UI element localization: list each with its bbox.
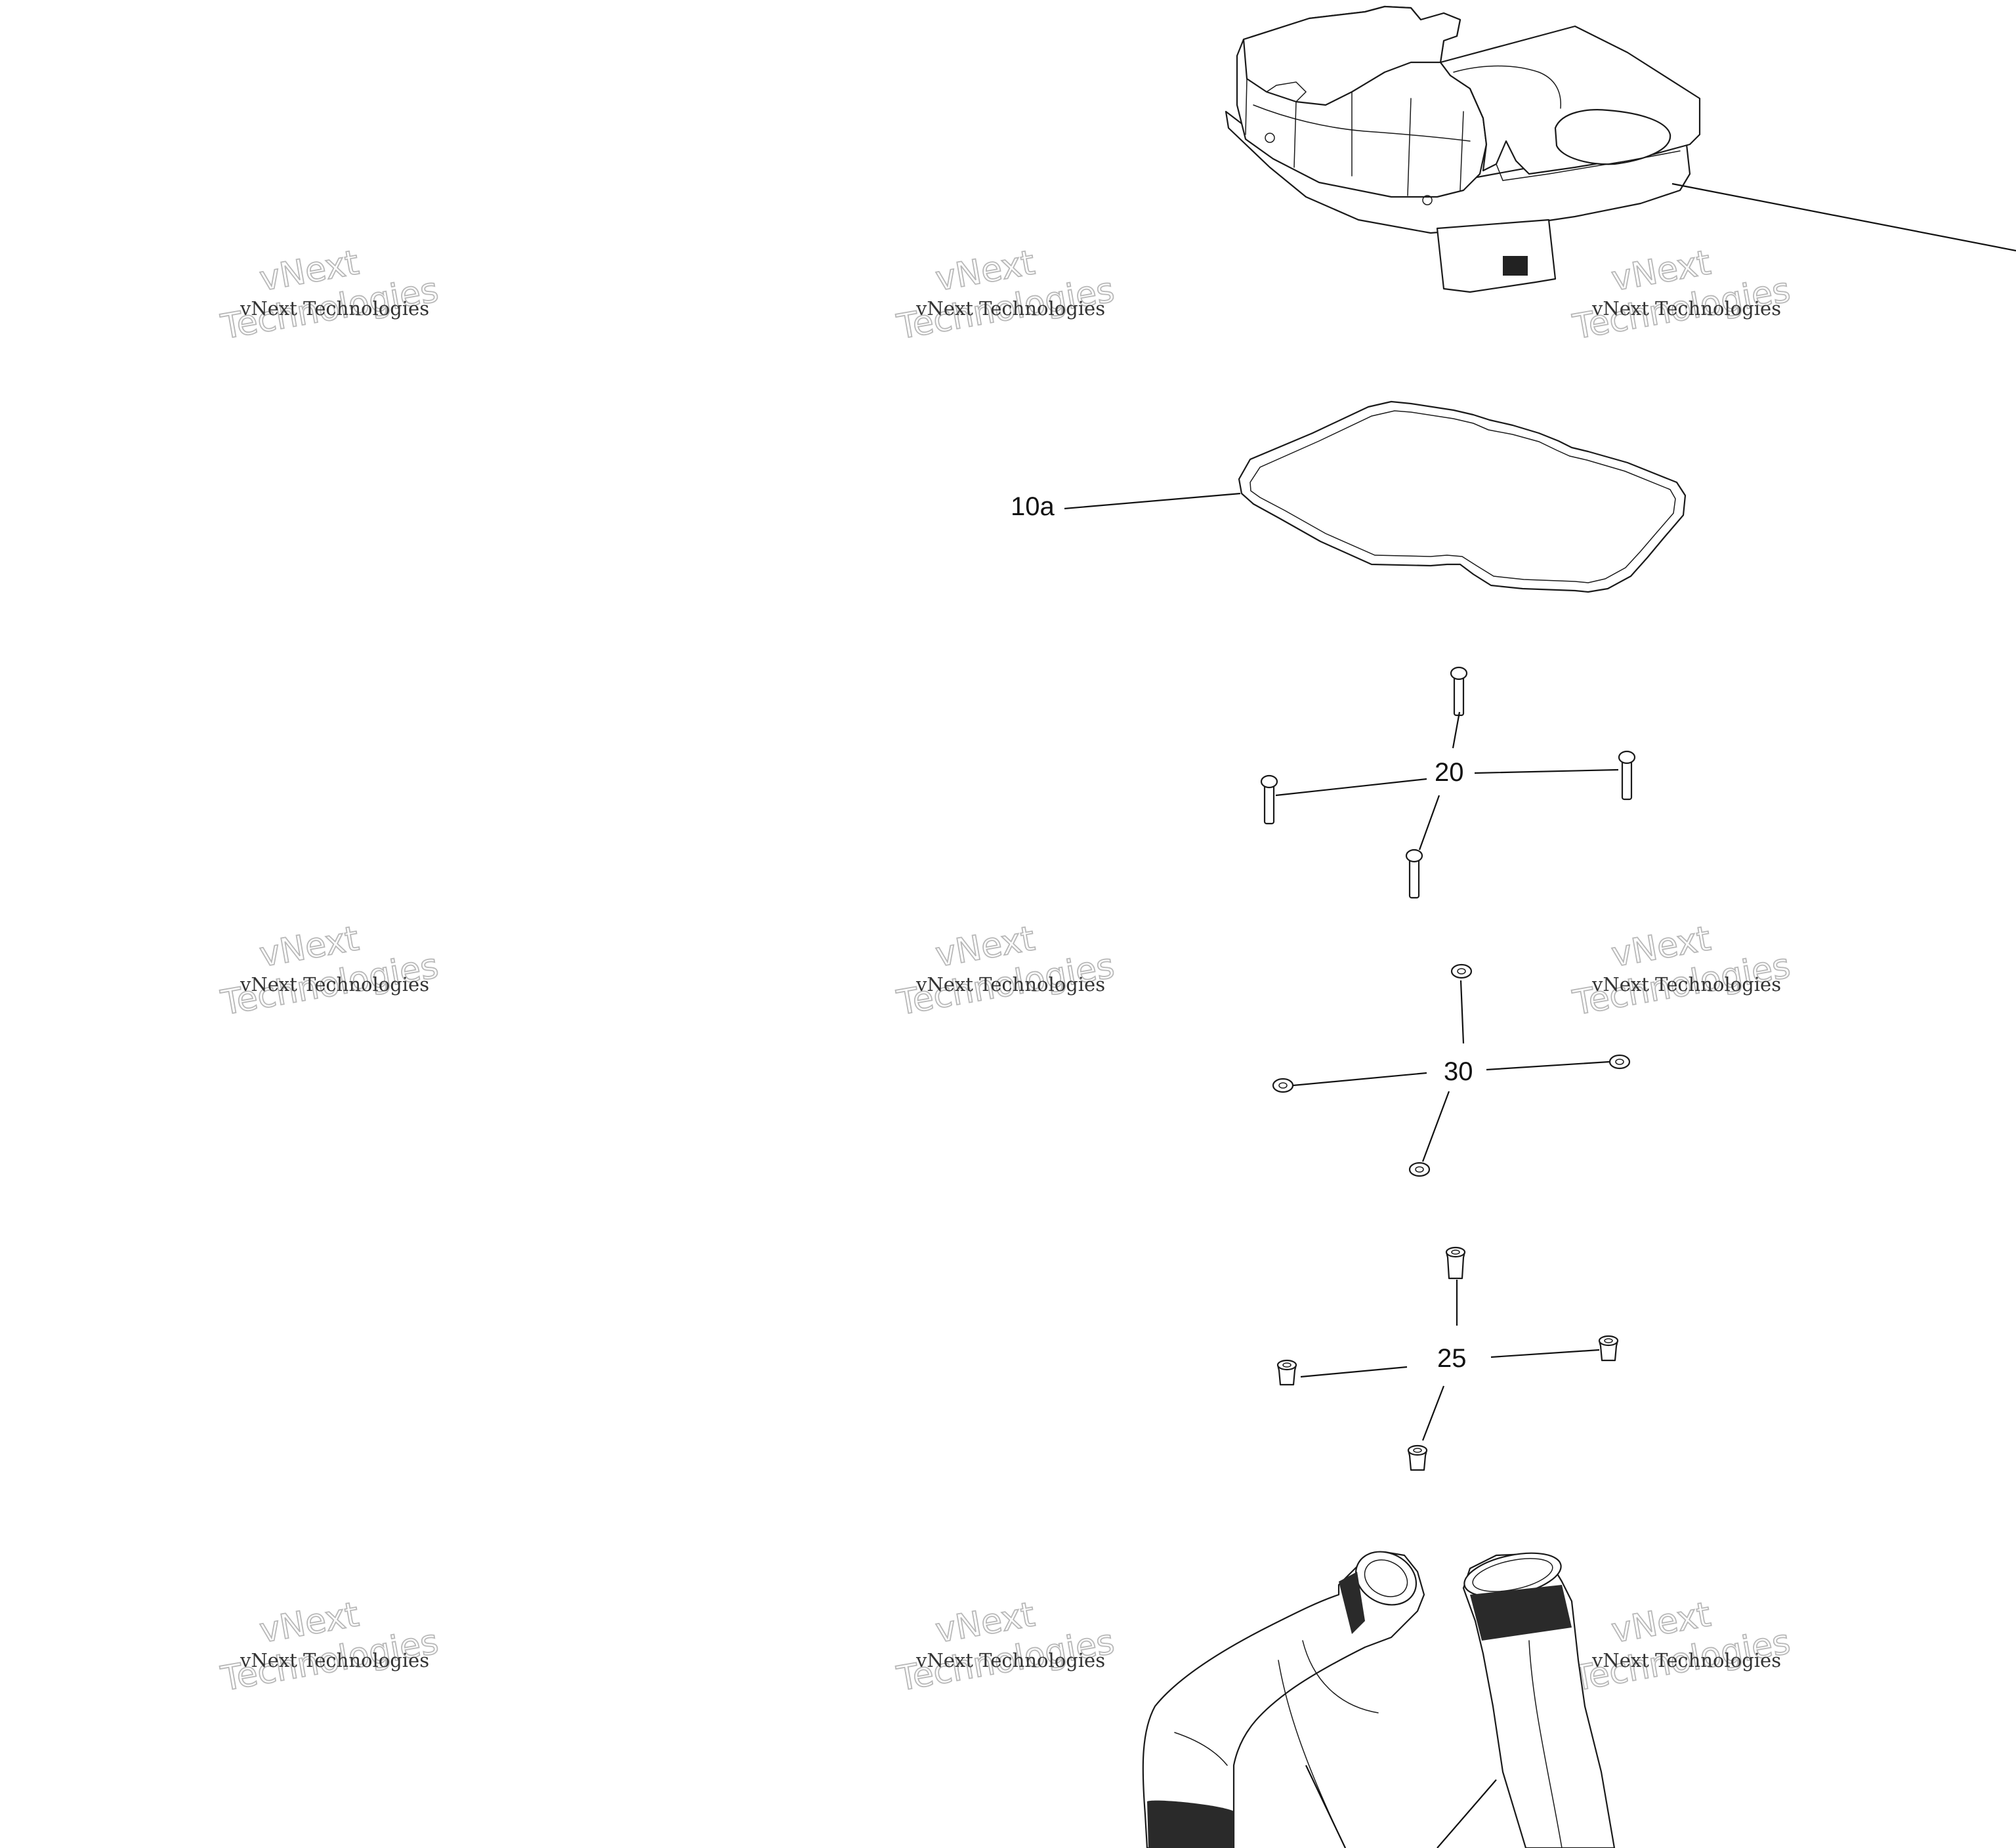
air-box-cover xyxy=(1225,5,2016,293)
callout-10a: 10a xyxy=(1011,492,1055,521)
screws xyxy=(1260,666,1636,899)
watermark-small-line: vNext Technologies xyxy=(1591,297,1781,320)
callout-30: 30 xyxy=(1444,1057,1473,1086)
watermark-small-line: vNext Technologies xyxy=(1591,1649,1781,1671)
watermark-small-line: vNext Technologies xyxy=(915,1649,1105,1671)
watermark-small-line: vNext Technologies xyxy=(1591,973,1781,996)
gasket xyxy=(1238,400,1687,593)
grommets xyxy=(1276,1246,1619,1471)
watermark-small-line: vNext Technologies xyxy=(915,973,1105,996)
watermark-small-line: vNext Technologies xyxy=(915,297,1105,320)
watermark-small-line: vNext Technologies xyxy=(240,297,429,320)
intake-tubes xyxy=(1142,1551,1616,1848)
watermark-small-line: vNext Technologies xyxy=(240,973,429,996)
callout-20: 20 xyxy=(1435,758,1464,787)
callout-25: 25 xyxy=(1437,1344,1467,1373)
watermark-small-line: vNext Technologies xyxy=(240,1649,429,1671)
washers xyxy=(1272,963,1631,1177)
